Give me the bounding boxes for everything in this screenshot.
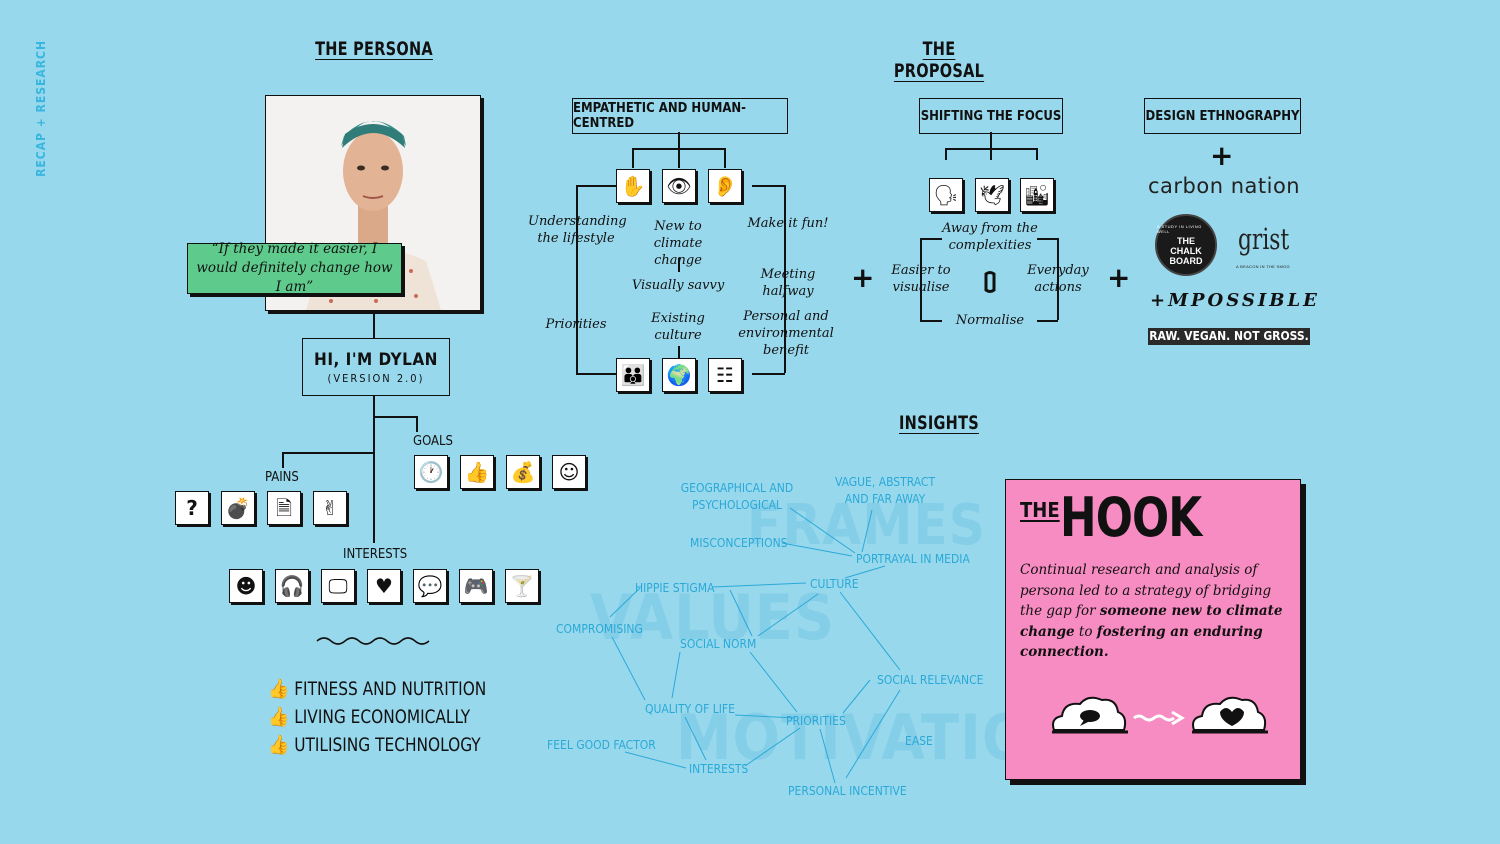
eye-icon: 👁	[662, 169, 696, 203]
cloud-chat-icon	[1052, 696, 1128, 734]
box-ethnography: DESIGN ETHNOGRAPHY	[1144, 98, 1301, 134]
pains-label: PAINS	[265, 470, 299, 485]
computer-icon: 🖵	[321, 569, 355, 603]
insights-heading: INSIGHTS	[899, 412, 979, 434]
persona-photo	[265, 95, 481, 311]
goals-label: GOALS	[413, 434, 453, 449]
text-easier: Easier to visualise	[891, 263, 951, 295]
brand-carbon-nation: carbon nation	[1148, 174, 1301, 198]
thumbs-up-icon: 👍	[268, 734, 290, 756]
text-everyday: Everyday actions	[1027, 263, 1089, 295]
question-icon: ?	[175, 491, 209, 525]
insight-ease: EASE	[905, 734, 933, 748]
brand-grist: grist	[1238, 222, 1290, 256]
text-normalise: Normalise	[955, 313, 1025, 328]
cocktail-icon: 🍸	[505, 569, 539, 603]
hook-clouds	[1052, 696, 1268, 734]
hook-title: HOOK	[1060, 486, 1202, 549]
network-icon: ☷	[708, 358, 742, 392]
persona-heading: THE PERSONA	[315, 38, 433, 60]
insight-hippie: HIPPIE STIGMA	[635, 581, 715, 595]
insight-social-norm: SOCIAL NORM	[680, 637, 757, 651]
gamepad-icon: 🎮	[459, 569, 493, 603]
interests-label: INTERESTS	[343, 547, 408, 562]
thumbs-up-icon: 👍	[460, 455, 494, 489]
dove-icon: 🕊	[975, 178, 1009, 212]
text-away: Away from the complexities	[942, 221, 1038, 253]
brand-grist-sub: A BEACON IN THE SMOG	[1236, 264, 1290, 269]
text-make-fun: Make it fun!	[747, 216, 829, 231]
quote-text: “If they made it easier, I would definit…	[196, 241, 393, 295]
bigword-frames: FRAMES	[747, 493, 987, 558]
headphones-icon: 🎧	[275, 569, 309, 603]
bigword-values: VALUES	[590, 581, 836, 654]
insight-geo: GEOGRAPHICAL AND PSYCHOLOGICAL	[680, 481, 794, 512]
plus-sign: +	[851, 261, 875, 294]
bullet-living: 👍 LIVING ECONOMICALLY	[268, 706, 471, 728]
insight-quality: QUALITY OF LIFE	[645, 702, 735, 716]
insight-feel-good: FEEL GOOD FACTOR	[547, 738, 656, 752]
chat-icon: 💬	[413, 569, 447, 603]
ear-icon: 👂	[708, 169, 742, 203]
money-bag-icon: 💰	[506, 455, 540, 489]
thumbs-up-icon: 👍	[268, 678, 290, 700]
proposal-heading: THE PROPOSAL	[893, 38, 985, 82]
box-empathetic: EMPATHETIC AND HUMAN-CENTRED	[572, 98, 788, 134]
squiggle-arrow-icon	[1133, 710, 1185, 726]
bullet-fitness: 👍 FITNESS AND NUTRITION	[268, 678, 487, 700]
insight-misconceptions: MISCONCEPTIONS	[690, 536, 788, 550]
insight-culture: CULTURE	[810, 577, 859, 591]
heart-icon: ♥	[367, 569, 401, 603]
persona-quote: “If they made it easier, I would definit…	[187, 241, 402, 295]
insight-portrayal: PORTRAYAL IN MEDIA	[856, 552, 970, 566]
insight-compromising: COMPROMISING	[556, 622, 643, 636]
city-icon: 🏙	[1020, 178, 1054, 212]
documents-icon: 🗎	[267, 491, 301, 525]
text-priorities: Priorities	[545, 317, 607, 332]
insight-interests: INTERESTS	[689, 762, 749, 776]
persona-version: (VERSION 2.0)	[327, 371, 425, 385]
text-personal-env: Personal and environmental benefit	[738, 309, 834, 358]
smiley-icon: ☺	[552, 455, 586, 489]
text-new-to: New to climate change	[653, 219, 703, 268]
bullet-technology: 👍 UTILISING TECHNOLOGY	[268, 734, 481, 756]
cloud-heart-icon	[1192, 696, 1268, 734]
globe-icon: 🌍	[662, 358, 696, 392]
brand-raw-vegan: RAW. VEGAN. NOT GROSS.	[1148, 328, 1310, 345]
hook-card: THE HOOK Continual research and analysis…	[1005, 479, 1301, 780]
people-group-icon: 👪	[616, 358, 650, 392]
bomb-icon: 💣	[221, 491, 255, 525]
thumbs-up-icon: 👍	[268, 706, 290, 728]
brand-impossible: +MPOSSIBLE	[1150, 290, 1320, 311]
squiggle-divider	[316, 637, 430, 645]
persona-name-box: HI, I'M DYLAN (VERSION 2.0)	[302, 338, 450, 396]
insight-priorities: PRIORITIES	[786, 714, 846, 728]
clock-icon: 🕐	[414, 455, 448, 489]
text-meeting-halfway: Meeting halfway	[760, 267, 816, 299]
cycle-icon	[984, 271, 996, 293]
insight-personal-incentive: PERSONAL INCENTIVE	[788, 784, 907, 798]
insight-social-relevance: SOCIAL RELEVANCE	[877, 673, 984, 687]
peace-hand-icon: ✌	[313, 491, 347, 525]
hook-the: THE	[1020, 498, 1060, 522]
text-visually-savvy: Visually savvy	[631, 278, 725, 293]
speaking-head-icon: 🗣	[929, 178, 963, 212]
text-existing-culture: Existing culture	[651, 311, 705, 343]
persona-name: HI, I'M DYLAN	[314, 349, 438, 370]
insight-vague: VAGUE, ABSTRACT AND FAR AWAY	[834, 475, 936, 506]
plus-sign-2: +	[1107, 261, 1131, 294]
hand-icon: ✋	[616, 169, 650, 203]
text-understanding: Understanding the lifestyle	[528, 214, 627, 246]
theatre-masks-icon: ☻	[229, 569, 263, 603]
plus-sign-3: +	[1210, 139, 1234, 172]
hook-text: Continual research and analysis of perso…	[1020, 562, 1283, 660]
brand-chalkboard: A STUDY IN LIVING WELL THE CHALK BOARD	[1155, 214, 1217, 276]
